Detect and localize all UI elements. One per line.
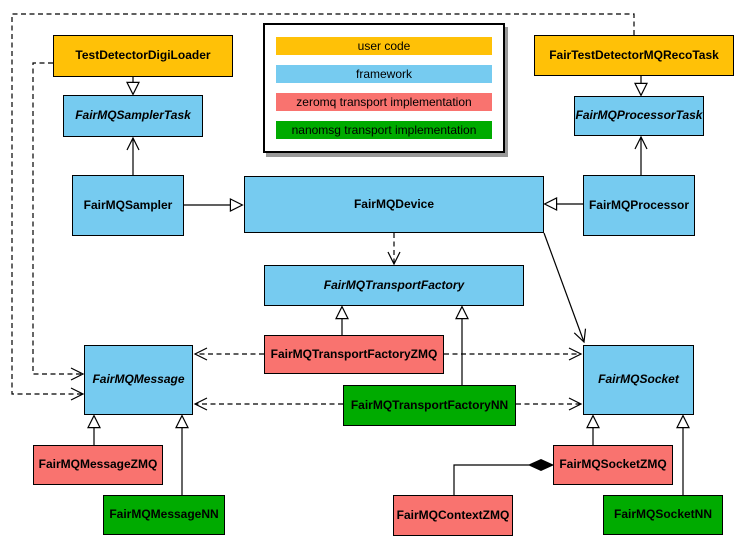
node-fairmq-transport-factory: FairMQTransportFactory [264,265,524,306]
node-fairmq-message: FairMQMessage [84,345,193,415]
edge-digiloader-to-message [32,62,85,381]
legend-item-user-code: user code [276,37,492,55]
node-fairmq-sampler-task: FairMQSamplerTask [63,95,203,137]
node-fairmq-message-nn: FairMQMessageNN [103,495,225,535]
node-fairmq-socket-zmq: FairMQSocketZMQ [553,445,673,485]
node-fairmq-transport-factory-zmq: FairMQTransportFactoryZMQ [264,335,444,374]
legend: user code framework zeromq transport imp… [263,23,505,153]
node-fairmq-processor: FairMQProcessor [583,175,695,236]
node-fairmq-sampler: FairMQSampler [72,175,184,236]
legend-item-nanomsg-transport: nanomsg transport implementation [276,121,492,139]
node-fairmq-socket: FairMQSocket [583,345,694,415]
node-fair-test-detector-mq-reco-task: FairTestDetectorMQRecoTask [534,35,734,76]
node-fairmq-socket-nn: FairMQSocketNN [603,495,723,535]
node-fairmq-message-zmq: FairMQMessageZMQ [33,445,163,485]
edge-recotask-to-message [11,13,635,401]
node-test-detector-digi-loader: TestDetectorDigiLoader [53,35,233,77]
edge-contextzmq-composition [453,458,555,495]
node-fairmq-transport-factory-nn: FairMQTransportFactoryNN [343,385,516,426]
legend-item-framework: framework [276,65,492,83]
node-fairmq-processor-task: FairMQProcessorTask [574,96,704,136]
node-fairmq-device: FairMQDevice [244,176,544,233]
legend-item-zeromq-transport: zeromq transport implementation [276,93,492,111]
edge-device-to-socket [543,232,587,344]
node-fairmq-context-zmq: FairMQContextZMQ [393,495,513,536]
